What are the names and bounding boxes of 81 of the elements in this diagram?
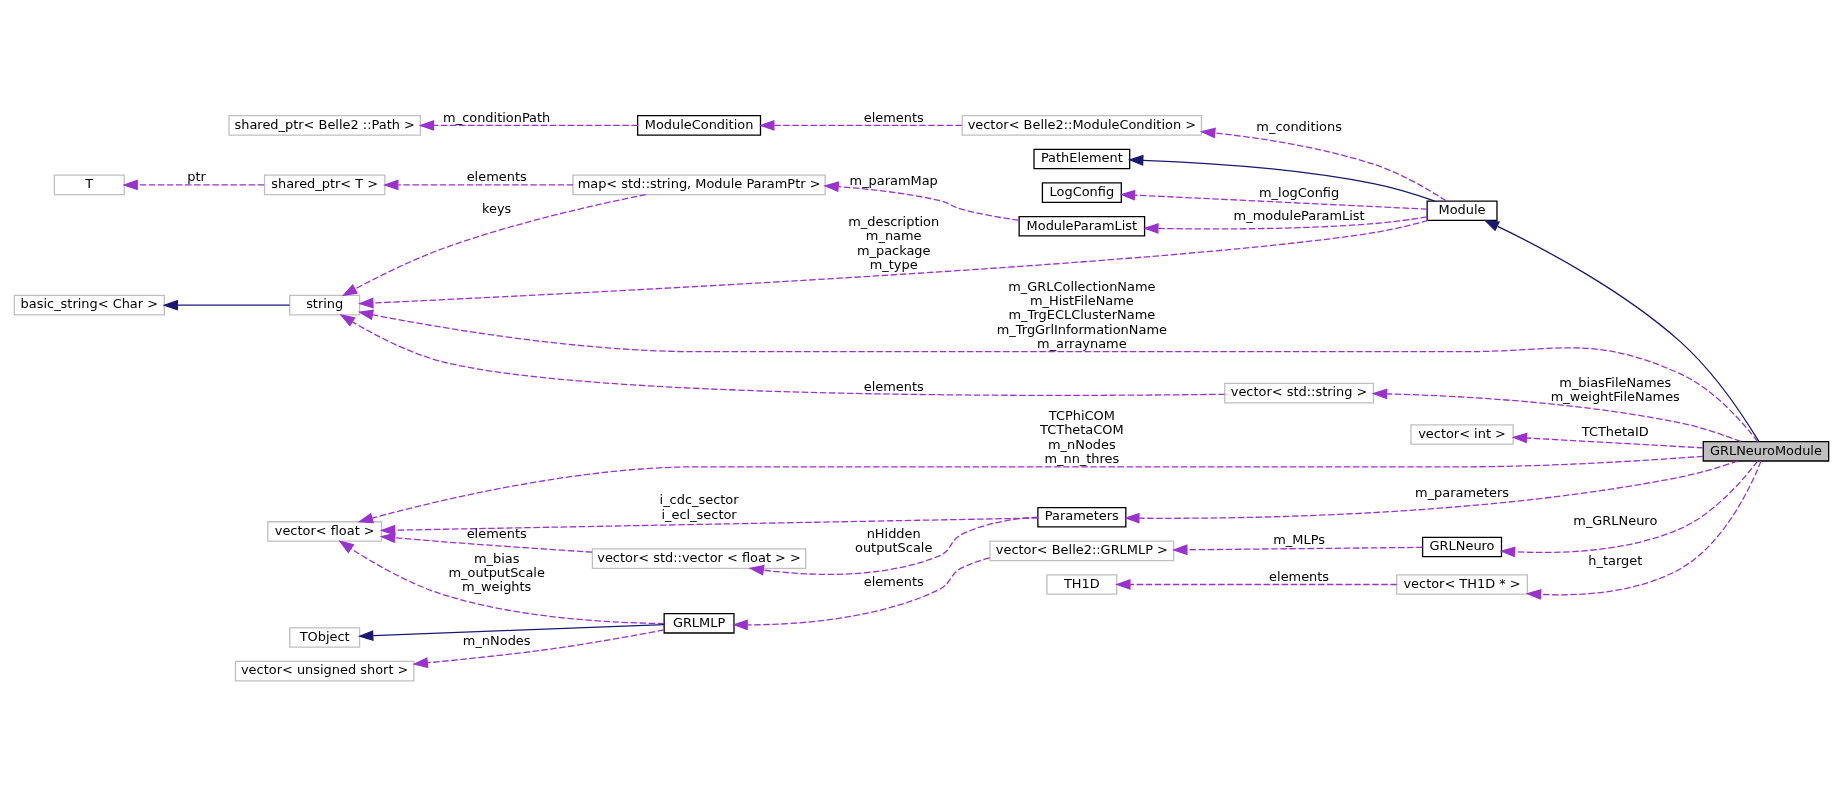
arrow	[1172, 543, 1424, 555]
arrow	[1199, 127, 1447, 201]
node-box: map< std::string, Module ParamPtr >	[572, 174, 826, 195]
edge-label: m_bias m_outputScale m_weights	[448, 550, 545, 594]
arrow	[1511, 432, 1704, 448]
edge-label: m_moduleParamList	[1233, 207, 1365, 223]
arrow	[338, 539, 665, 624]
arrow	[379, 516, 1039, 536]
edge-label: m_conditionPath	[443, 109, 551, 125]
edge-label: m_conditions	[1256, 118, 1342, 134]
node-box: vector< float >	[267, 520, 383, 542]
node-box: GRLMLP	[663, 612, 735, 634]
node-box: vector< std::string >	[1224, 382, 1375, 403]
arrow	[732, 556, 991, 630]
arrow	[418, 119, 639, 131]
arrow	[357, 623, 665, 641]
arrow	[357, 455, 1704, 523]
edge-label: m_GRLCollectionName m_HistFileName m_TrgECLClusterName m_TrgGrlInformationName m_arrayname	[996, 278, 1167, 351]
arrow	[382, 178, 574, 190]
edge-label: elements	[466, 168, 527, 184]
arrow	[357, 309, 1759, 442]
edge-label: elements	[1269, 568, 1330, 584]
arrow	[1499, 459, 1759, 557]
edge-label: i_cdc_sector i_ecl_sector	[659, 491, 739, 522]
node-box: shared_ptr< T >	[263, 174, 386, 195]
arrow	[823, 180, 1020, 221]
node-box: vector< TH1D * >	[1396, 573, 1528, 595]
node-box: Module	[1426, 199, 1498, 221]
edge-label: m_paramMap	[849, 172, 938, 188]
edge-label: h_target	[1588, 552, 1643, 568]
arrow	[1483, 219, 1760, 442]
node-box: ModuleParamList	[1018, 215, 1146, 237]
edge-label: m_biasFileNames m_weightFileNames	[1550, 374, 1680, 404]
arrow	[1525, 460, 1762, 600]
node-box: vector< std::vector < float > >	[591, 547, 807, 569]
node-box: GRLNeuroModule	[1702, 440, 1830, 462]
node-box: vector< unsigned short >	[234, 660, 415, 681]
arrow	[379, 531, 593, 553]
node-box: GRLNeuro	[1421, 536, 1503, 557]
node-box: ModuleCondition	[637, 114, 762, 136]
arrow	[1119, 189, 1428, 210]
edge-label: elements	[863, 573, 924, 589]
node-box: vector< int >	[1410, 423, 1514, 445]
arrow	[1371, 387, 1742, 442]
edge-label: nHidden outputScale	[855, 525, 933, 555]
edge-label: m_logConfig	[1259, 184, 1340, 200]
arrow	[1143, 215, 1428, 234]
edge-label: elements	[863, 109, 924, 125]
arrow	[122, 178, 265, 190]
node-box: T	[53, 174, 125, 195]
node-box: PathElement	[1033, 148, 1131, 169]
edge-label: m_GRLNeuro	[1573, 512, 1658, 528]
edge-label: TCThetaID	[1581, 423, 1649, 439]
edge-label: elements	[466, 525, 527, 541]
node-box: TObject	[289, 626, 361, 648]
edge-label: TCPhiCOM TCThetaCOM m_nNodes m_nn_thres	[1040, 407, 1124, 466]
arrow	[1115, 578, 1398, 590]
arrow	[358, 219, 1429, 308]
node-box: LogConfig	[1041, 181, 1122, 203]
node-box: string	[289, 294, 361, 315]
edge-label: m_nNodes	[462, 632, 531, 648]
arrow	[758, 119, 963, 131]
node-box: shared_ptr< Belle2 ::Path >	[228, 114, 422, 136]
edge-label: ptr	[187, 168, 206, 184]
node-box: vector< Belle2::GRLMLP >	[989, 540, 1175, 561]
node-box: basic_string< Char >	[13, 294, 165, 315]
edge-label: m_description m_name m_package m_type	[848, 213, 940, 272]
arrow	[412, 628, 665, 668]
arrow	[339, 313, 1226, 396]
arrow	[748, 515, 1039, 576]
arrow	[1124, 459, 1739, 524]
arrow	[1127, 154, 1436, 202]
arrow	[341, 193, 647, 296]
edge-label: keys	[482, 200, 512, 216]
edge-label: m_parameters	[1415, 484, 1510, 500]
edge-label: m_MLPs	[1273, 531, 1325, 547]
node-box: vector< Belle2::ModuleCondition >	[961, 114, 1203, 136]
arrow	[162, 299, 291, 311]
edge-label: elements	[863, 378, 924, 393]
node-box: TH1D	[1046, 573, 1118, 595]
node-box: Parameters	[1037, 506, 1127, 528]
